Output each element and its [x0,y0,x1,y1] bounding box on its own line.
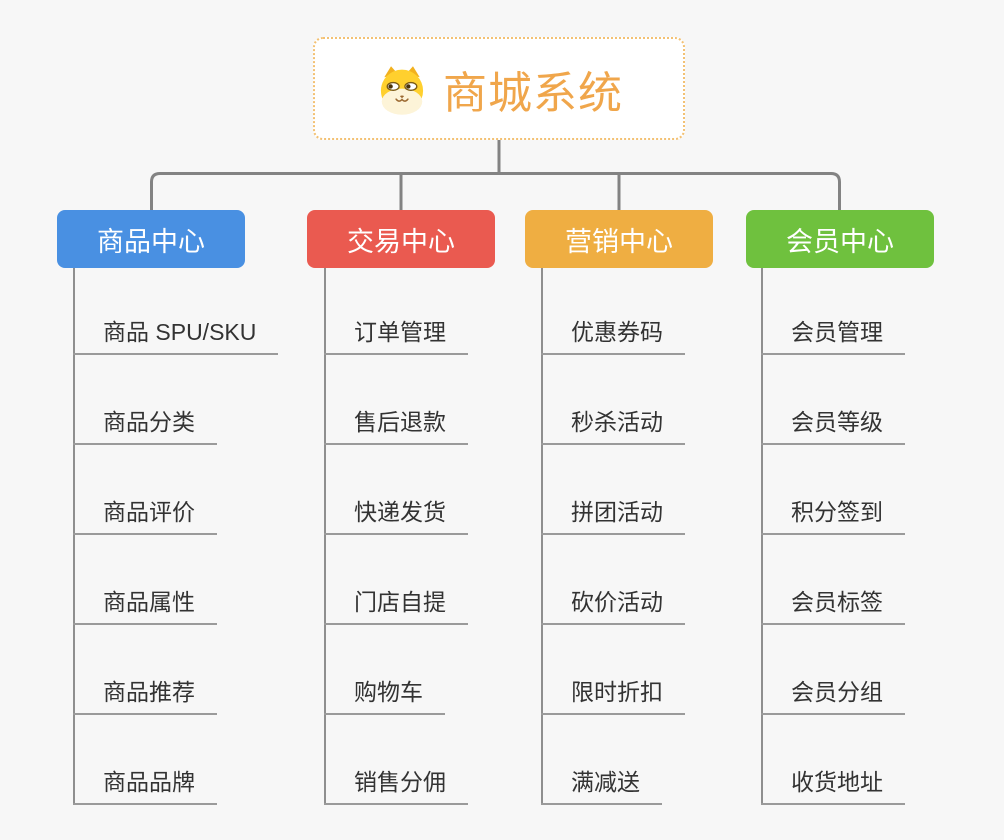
leaf-node[interactable]: 门店自提 [324,587,468,625]
leaf-node[interactable]: 商品 SPU/SKU [73,317,279,355]
leaf-node[interactable]: 积分签到 [761,497,905,535]
leaf-node[interactable]: 销售分佣 [324,767,468,805]
root-node-label: 商城系统 [443,68,623,118]
leaf-node[interactable]: 商品评价 [73,497,217,535]
leaf-node[interactable]: 商品分类 [73,407,217,445]
branch-header-marketing-center[interactable]: 营销中心 [525,210,713,268]
leaf-node[interactable]: 满减送 [541,767,662,805]
leaf-node[interactable]: 商品品牌 [73,767,217,805]
leaf-node[interactable]: 商品推荐 [73,677,217,715]
leaf-node[interactable]: 商品属性 [73,587,217,625]
dog-face-icon [375,62,429,116]
leaf-node[interactable]: 会员标签 [761,587,905,625]
branch-header-product-center[interactable]: 商品中心 [57,210,245,268]
leaf-node[interactable]: 秒杀活动 [541,407,685,445]
leaf-node[interactable]: 购物车 [324,677,445,715]
root-node[interactable]: 商城系统 [313,37,685,140]
branch-header-member-center[interactable]: 会员中心 [746,210,934,268]
branch-header-label: 会员中心 [786,226,894,257]
leaf-node[interactable]: 限时折扣 [541,677,685,715]
leaf-node[interactable]: 快递发货 [324,497,468,535]
branch-header-label: 营销中心 [565,226,673,257]
leaf-node[interactable]: 会员管理 [761,317,905,355]
leaf-node[interactable]: 会员等级 [761,407,905,445]
leaf-node[interactable]: 拼团活动 [541,497,685,535]
leaf-node[interactable]: 售后退款 [324,407,468,445]
leaf-node[interactable]: 收货地址 [761,767,905,805]
leaf-node[interactable]: 优惠券码 [541,317,685,355]
leaf-node[interactable]: 订单管理 [324,317,468,355]
branch-header-trade-center[interactable]: 交易中心 [307,210,495,268]
branch-header-label: 交易中心 [347,226,455,257]
branch-header-label: 商品中心 [97,226,205,257]
leaf-node[interactable]: 砍价活动 [541,587,685,625]
leaf-node[interactable]: 会员分组 [761,677,905,715]
